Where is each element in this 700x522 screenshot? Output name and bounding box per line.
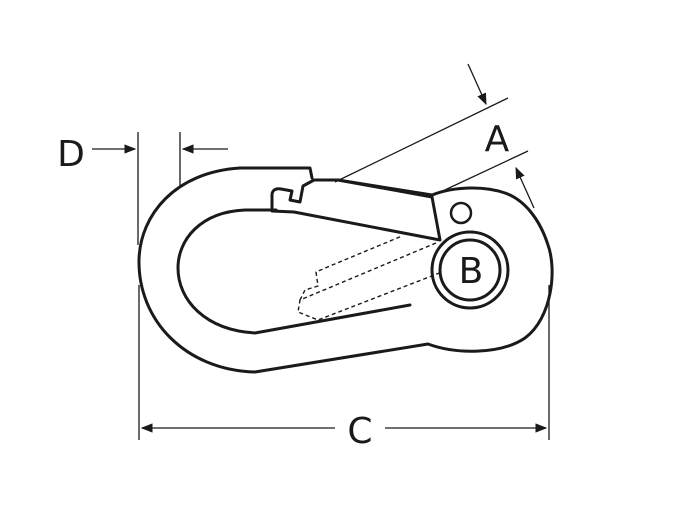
hook-outer-contour xyxy=(137,166,554,374)
gate-open-dashed xyxy=(297,242,443,321)
label-b: B xyxy=(459,251,484,292)
dimension-a-extension-top xyxy=(334,97,509,183)
hook-inner-contour xyxy=(176,208,412,335)
small-hole xyxy=(449,201,473,225)
label-a: A xyxy=(485,119,510,160)
label-d: D xyxy=(57,134,85,175)
gate-open-dashed-tip xyxy=(299,235,403,301)
hook-top-edge xyxy=(238,166,314,180)
gate-closed xyxy=(270,178,442,242)
rivet-inner xyxy=(438,238,502,302)
dimension-a-extension-bottom xyxy=(431,150,529,197)
dimension-a-arrow-top xyxy=(467,63,487,106)
label-c: C xyxy=(347,411,372,452)
rivet-outer xyxy=(430,230,510,310)
dimension-a-arrow-bottom xyxy=(515,166,535,209)
